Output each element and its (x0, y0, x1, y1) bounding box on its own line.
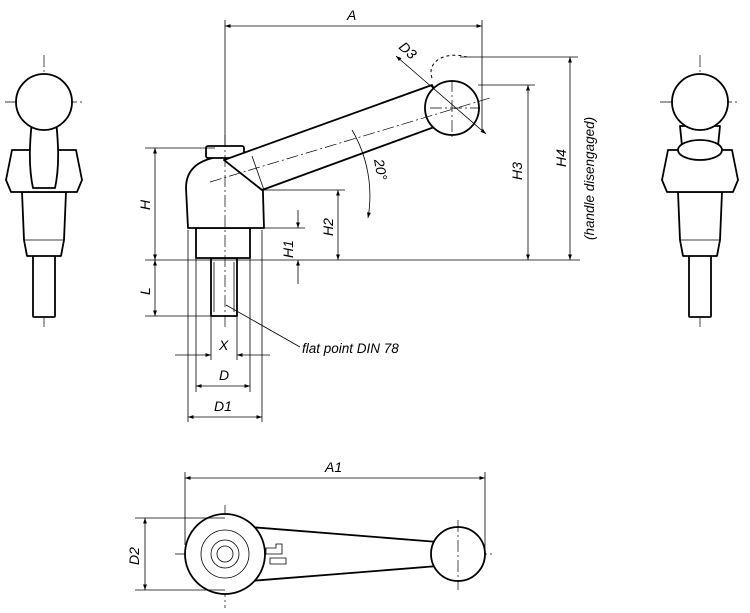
label-D1: D1 (214, 398, 232, 414)
label-L: L (137, 287, 153, 295)
label-D2: D2 (126, 547, 142, 565)
label-X: X (218, 337, 229, 353)
side-view-right (660, 55, 740, 330)
label-A: A (346, 7, 356, 23)
label-H: H (137, 199, 153, 210)
label-angle: 20° (371, 157, 391, 182)
top-view (175, 505, 495, 608)
label-H3: H3 (509, 162, 525, 180)
label-H4: H4 (553, 149, 569, 167)
top-view-dimensions (135, 472, 486, 591)
label-flat-point: flat point DIN 78 (302, 341, 399, 356)
label-A1: A1 (324, 459, 342, 475)
dimension-labels: A D3 H L H1 H2 20° H3 H4 (handle disenga… (126, 7, 597, 565)
side-view-left (5, 55, 85, 330)
front-view-dimensions (145, 20, 580, 422)
label-D: D (219, 367, 229, 383)
label-H1: H1 (280, 240, 296, 258)
label-H2: H2 (320, 218, 336, 236)
label-handle-disengaged: (handle disengaged) (582, 117, 597, 240)
